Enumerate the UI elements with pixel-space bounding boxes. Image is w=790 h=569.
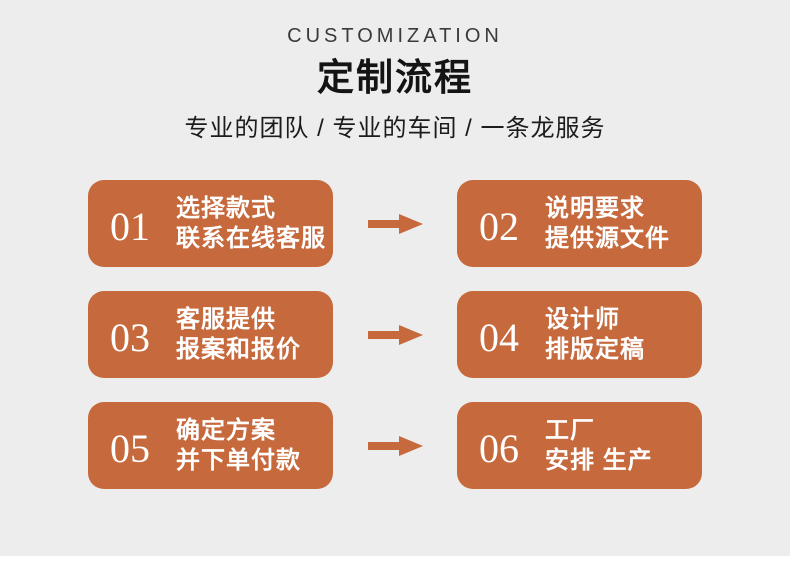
right-arrow-icon xyxy=(367,435,423,456)
arrow-cell xyxy=(333,180,457,267)
step-card-5: 05 确定方案 并下单付款 xyxy=(88,402,333,489)
step-text: 确定方案 并下单付款 xyxy=(176,416,301,476)
step-card-1: 01 选择款式 联系在线客服 xyxy=(88,180,333,267)
step-line1: 工厂 xyxy=(545,416,595,444)
step-number: 06 xyxy=(479,425,519,471)
right-arrow-icon xyxy=(367,213,423,234)
step-card-2: 02 说明要求 提供源文件 xyxy=(457,180,702,267)
step-line2: 报案和报价 xyxy=(176,335,301,363)
flow-header: CUSTOMIZATION 定制流程 专业的团队 / 专业的车间 / 一条龙服务 xyxy=(0,0,790,144)
step-line2: 并下单付款 xyxy=(176,446,301,474)
bottom-white-strip xyxy=(0,556,790,569)
step-line1: 说明要求 xyxy=(545,194,645,222)
step-line1: 设计师 xyxy=(545,305,620,333)
step-card-3: 03 客服提供 报案和报价 xyxy=(88,291,333,378)
step-card-6: 06 工厂 安排 生产 xyxy=(457,402,702,489)
step-text: 设计师 排版定稿 xyxy=(545,305,645,365)
step-line1: 客服提供 xyxy=(176,305,276,333)
step-text: 说明要求 提供源文件 xyxy=(545,194,670,254)
step-text: 客服提供 报案和报价 xyxy=(176,305,301,365)
step-line2: 排版定稿 xyxy=(545,335,645,363)
step-line2: 安排 生产 xyxy=(545,446,653,474)
step-text: 选择款式 联系在线客服 xyxy=(176,194,326,254)
arrow-cell xyxy=(333,291,457,378)
step-text: 工厂 安排 生产 xyxy=(545,416,653,476)
step-card-4: 04 设计师 排版定稿 xyxy=(457,291,702,378)
page-title: 定制流程 xyxy=(317,57,473,98)
step-number: 02 xyxy=(479,203,519,249)
step-line1: 确定方案 xyxy=(176,416,276,444)
arrow-cell xyxy=(333,402,457,489)
eyebrow-text: CUSTOMIZATION xyxy=(287,25,503,47)
step-line2: 提供源文件 xyxy=(545,224,670,252)
step-line2: 联系在线客服 xyxy=(176,224,326,252)
step-line1: 选择款式 xyxy=(176,194,276,222)
right-arrow-icon xyxy=(367,324,423,345)
step-number: 04 xyxy=(479,314,519,360)
step-number: 03 xyxy=(110,314,150,360)
page-subtitle: 专业的团队 / 专业的车间 / 一条龙服务 xyxy=(184,115,606,142)
step-number: 05 xyxy=(110,425,150,471)
step-number: 01 xyxy=(110,203,150,249)
process-flow-grid: 01 选择款式 联系在线客服 02 说明要求 提供源文件 03 客服提供 报案和… xyxy=(88,180,702,489)
